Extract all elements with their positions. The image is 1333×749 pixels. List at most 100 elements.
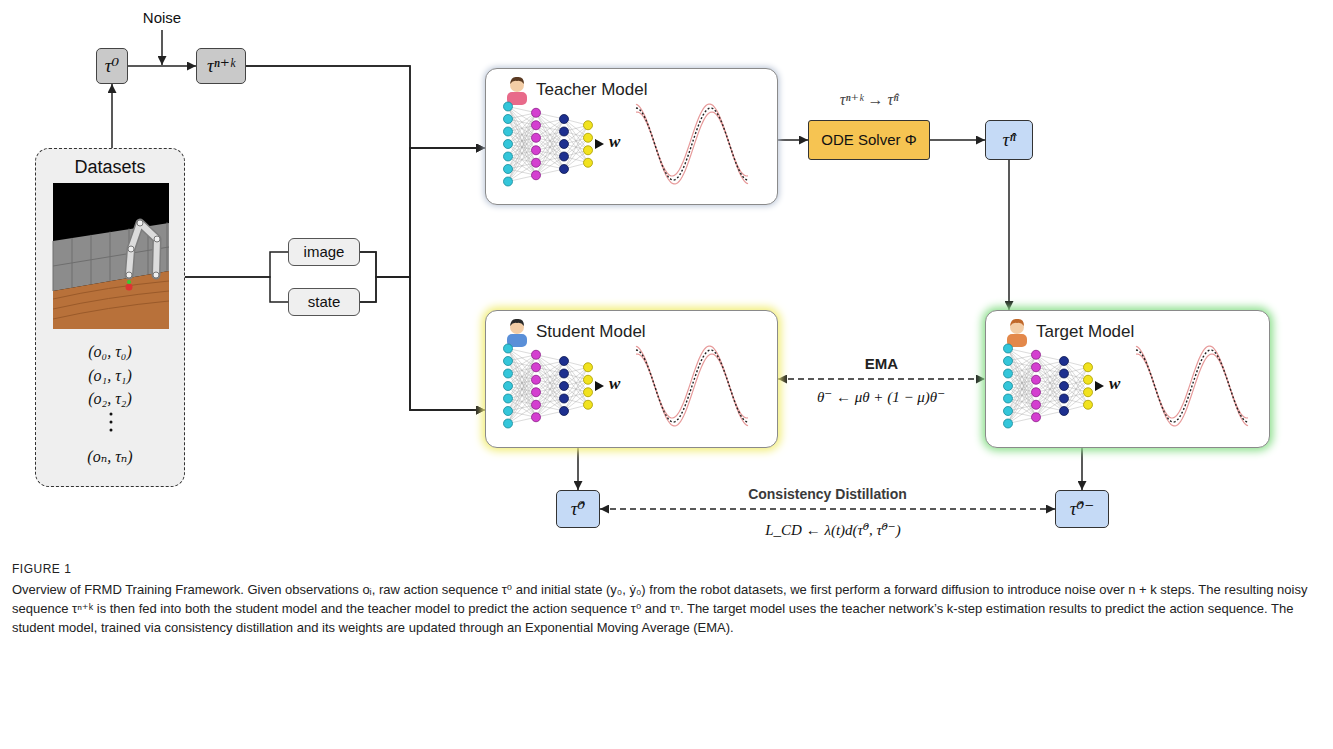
output-pointer: [1095, 381, 1104, 391]
network-links: [1008, 349, 1088, 424]
model-title: Student Model: [536, 321, 646, 343]
illustration-part: [504, 115, 513, 124]
illustration-part: [504, 407, 513, 416]
illustration-part: [504, 382, 513, 391]
illustration-part: [532, 133, 541, 142]
illustration-part: [584, 363, 593, 372]
math-symbol: τ̂⁰⁻: [1070, 497, 1094, 521]
data-pair: (o₁, τ₁): [88, 366, 132, 386]
edge-label: Consistency Distillation: [745, 484, 910, 504]
illustration-part: [510, 77, 524, 84]
illustration-part: [1008, 405, 1036, 424]
illustration-part: [128, 246, 134, 252]
illustration-part: [153, 272, 159, 278]
illustration-part: [532, 121, 541, 130]
connector: [930, 139, 985, 141]
figure-number: FIGURE 1: [12, 561, 71, 577]
panel-heading: Datasets: [74, 155, 145, 179]
illustration-part: [1032, 363, 1041, 372]
illustration-part: [1084, 363, 1093, 372]
model-title: Target Model: [1036, 321, 1134, 343]
illustration-part: [560, 369, 569, 378]
connector: [360, 277, 485, 410]
illustration-part: [560, 357, 569, 366]
input-name: image: [304, 242, 345, 262]
illustration-part: [560, 127, 569, 136]
input-name: state: [308, 292, 341, 312]
illustration-part: [584, 388, 593, 397]
connector: [577, 448, 579, 490]
network-neurons: [1004, 344, 1093, 428]
connector: [1081, 448, 1083, 490]
connector: [246, 66, 485, 148]
illustration-part: [532, 108, 541, 117]
model-title: Teacher Model: [536, 79, 648, 101]
illustration-part: [1004, 394, 1013, 403]
illustration-part: [504, 152, 513, 161]
illustration-part: [504, 344, 513, 353]
connector: [360, 148, 485, 277]
wood-grain: [53, 281, 169, 319]
illustration-part: [1036, 399, 1064, 418]
network-neurons: [504, 102, 593, 186]
person-icon: [507, 319, 527, 347]
illustration-part: [1084, 400, 1093, 409]
data-pair: (o₀, τ₀): [88, 342, 132, 362]
illustration-part: [1060, 382, 1069, 391]
estimate-box: τ̂⁰⁻: [1055, 490, 1109, 528]
illustration-part: [1060, 357, 1069, 366]
ellipsis-dot: [110, 413, 113, 416]
illustration-part: [532, 388, 541, 397]
ellipsis-dot: [110, 429, 113, 432]
connector: [246, 66, 485, 410]
input-box: state: [288, 288, 360, 316]
connector: [185, 277, 288, 302]
ema-formula: θ⁻ ← μθ + (1 − μ)θ⁻: [817, 387, 945, 407]
illustration-part: [1084, 388, 1093, 397]
output-pointer: [595, 381, 604, 391]
sequence-box: τ⁰: [96, 48, 128, 84]
scene-table: [53, 271, 169, 329]
illustration-part: [504, 140, 513, 149]
person-icon: [507, 77, 527, 105]
person-icon: [1007, 319, 1027, 347]
illustration-part: [1004, 344, 1013, 353]
data-pair: (o₂, τ₂): [88, 389, 132, 409]
illustration-part: [532, 171, 541, 180]
illustration-part: [532, 350, 541, 359]
illustration-part: [1004, 357, 1013, 366]
illustration-part: [1032, 375, 1041, 384]
input-box: image: [288, 238, 360, 266]
math-symbol: τⁿ⁺ᵏ: [207, 54, 235, 78]
estimate-box: τ̂ⁿ: [985, 120, 1033, 160]
illustration-part: [53, 291, 169, 309]
illustration-part: [584, 121, 593, 130]
illustration-part: [53, 247, 169, 266]
illustration-part: [504, 369, 513, 378]
illustration-part: [1032, 400, 1041, 409]
illustration-part: [1136, 350, 1248, 422]
illustration-part: [53, 301, 169, 319]
illustration-part: [504, 419, 513, 428]
dataset-illustration: [36, 149, 184, 486]
illustration-part: [560, 165, 569, 174]
math-symbol: τ⁰: [105, 54, 119, 78]
weight-symbol: w: [609, 131, 620, 153]
illustration-part: [532, 146, 541, 155]
solver-name: ODE Solver Φ: [821, 130, 916, 150]
illustration-part: [504, 165, 513, 174]
illustration-part: [532, 413, 541, 422]
illustration-part: [584, 375, 593, 384]
network-links: [508, 349, 588, 424]
illustration-part: [1004, 419, 1013, 428]
connector: [360, 148, 485, 302]
sequence-box: τⁿ⁺ᵏ: [196, 48, 246, 84]
network-neurons: [504, 344, 593, 428]
illustration-part: [510, 319, 524, 326]
illustration-part: [560, 115, 569, 124]
illustration-part: [1032, 388, 1041, 397]
scene-object: [127, 280, 131, 284]
robot-arm-outline: [129, 223, 157, 275]
dashed-connector: [600, 508, 1055, 510]
